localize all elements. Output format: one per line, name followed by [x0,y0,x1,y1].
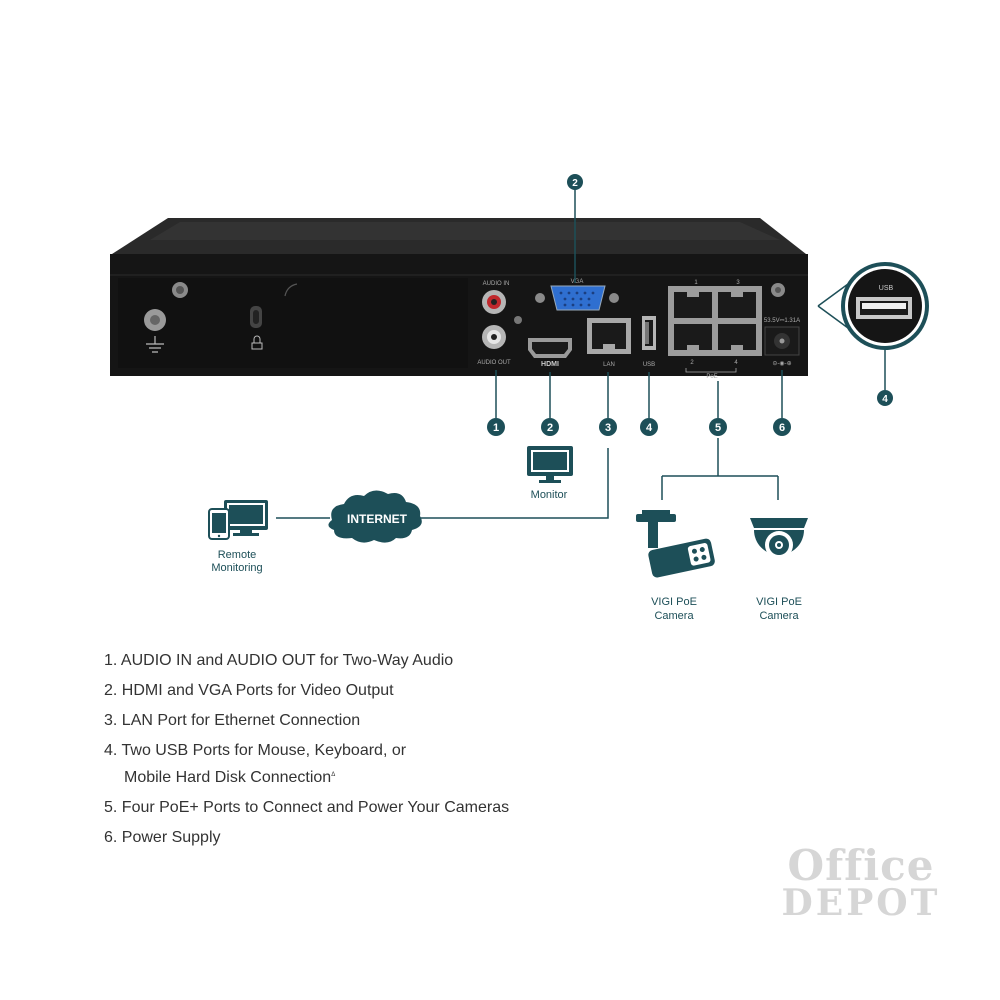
remote-label-line2: Monitoring [211,562,262,574]
callout-6: 6 [773,418,791,436]
feature-item: 6. Power Supply [104,829,664,847]
callout-number: 5 [715,422,721,434]
poe-ports: 1 3 2 4 PoE [668,280,762,380]
monitor-label: Monitor [531,489,568,501]
vga-label: VGA [571,279,584,285]
camera1-label-line2: Camera [654,610,694,622]
usb-label: USB [643,362,655,368]
audio-in-label: AUDIO IN [483,281,510,287]
nvr-device: AUDIO IN AUDIO OUT VGA [110,218,808,380]
poe-label: PoE [706,374,717,380]
callout-3: 3 [599,418,617,436]
callout-number: 1 [493,422,499,434]
feature-text: 3. LAN Port for Ethernet Connection [104,712,361,729]
audio-in-port: AUDIO IN [482,281,509,314]
remote-label-line1: Remote [218,549,257,561]
camera2-label-line1: VIGI PoE [756,596,802,608]
hdmi-label: HDMI [541,361,559,368]
feature-item: 5. Four PoE+ Ports to Connect and Power … [104,799,664,817]
lan-port: LAN [587,318,631,368]
feature-item: 4. Two USB Ports for Mouse, Keyboard, or… [104,742,664,787]
usb-zoom-label: USB [879,285,894,292]
audio-out-label: AUDIO OUT [477,360,511,366]
callout-4: 4 [640,418,658,436]
callout-2: 2 [541,418,559,436]
audio-out-port: AUDIO OUT [477,325,511,366]
turret-camera-icon [750,518,808,559]
poe-port-2-label: 2 [690,360,694,366]
feature-text-continuation: Mobile Hard Disk ConnectionΔ [124,766,664,787]
callout-number: 3 [605,422,611,434]
usb-port: USB [642,316,656,368]
callout-number: 2 [572,178,578,189]
feature-text: 6. Power Supply [104,829,221,846]
callout-number: 2 [547,422,553,434]
office-depot-logo: Office DEPOT [776,841,946,924]
callout-number: 4 [882,394,888,405]
callout-leaders [495,370,783,418]
logo-line1: Office [787,841,935,890]
remote-monitoring-icon [208,500,268,540]
feature-text: 5. Four PoE+ Ports to Connect and Power … [104,799,510,816]
camera2-label-line2: Camera [759,610,799,622]
footnote-mark: Δ [331,772,336,778]
poe-port-1-label: 1 [694,280,698,286]
callout-1: 1 [487,418,505,436]
callout-5: 5 [709,418,727,436]
bullet-camera-icon [636,510,715,578]
poe-connection-lines [661,438,779,500]
vga-port: VGA [535,279,619,311]
internet-cloud-icon [328,490,422,543]
feature-list: 1. AUDIO IN and AUDIO OUT for Two-Way Au… [104,652,664,859]
feature-item: 1. AUDIO IN and AUDIO OUT for Two-Way Au… [104,652,664,670]
poe-port-3-label: 3 [736,280,740,286]
feature-text: Mobile Hard Disk Connection [124,769,332,786]
screw-icon [172,282,188,298]
monitor-icon [527,446,573,483]
internet-label: INTERNET [347,512,408,526]
feature-text: 4. Two USB Ports for Mouse, Keyboard, or [104,742,407,759]
kensington-lock-icon [250,306,263,350]
poe-port-4-label: 4 [734,360,738,366]
screw-icon [771,283,785,297]
ground-terminal-icon [144,309,166,353]
feature-item: 2. HDMI and VGA Ports for Video Output [104,682,664,700]
callout-number: 6 [779,422,785,434]
feature-item: 3. LAN Port for Ethernet Connection [104,712,664,730]
polarity-icon: ⊝-◉-⊕ [772,361,791,367]
power-rating-label: 53.5V⎓1.31A [764,318,800,324]
camera1-label-line1: VIGI PoE [651,596,697,608]
callout-vga: 2 [567,174,583,190]
usb-zoom-detail: USB 4 [817,262,929,406]
logo-line2: DEPOT [781,882,941,924]
feature-text: 2. HDMI and VGA Ports for Video Output [104,682,394,699]
callout-number: 4 [646,422,653,434]
feature-text: 1. AUDIO IN and AUDIO OUT for Two-Way Au… [104,652,454,669]
hdmi-port: HDMI [528,338,572,368]
lan-label: LAN [603,362,615,368]
power-port: 53.5V⎓1.31A ⊝-◉-⊕ [764,318,800,367]
